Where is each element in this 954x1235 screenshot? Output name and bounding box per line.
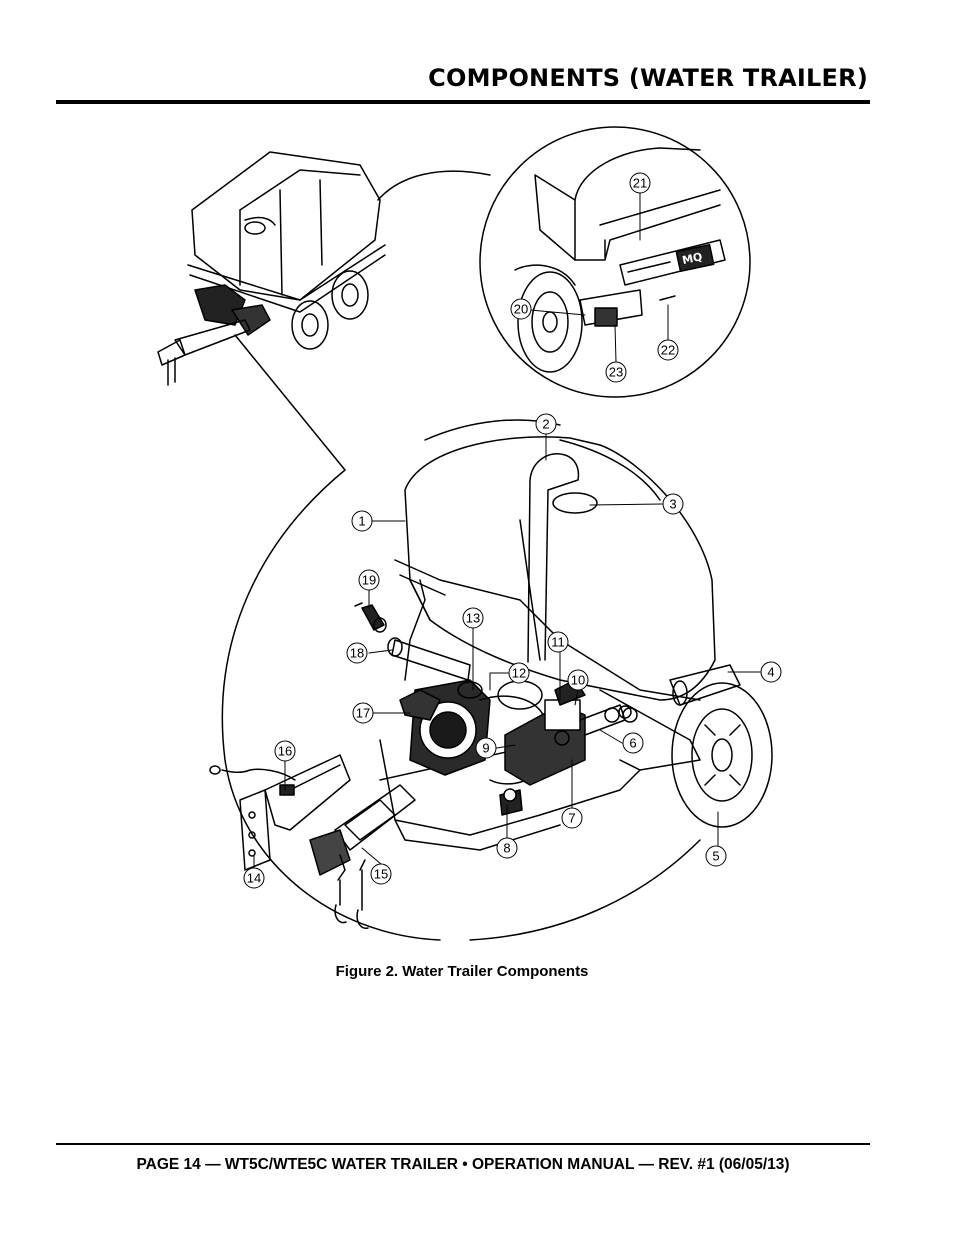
page-title: COMPONENTS (WATER TRAILER): [428, 64, 868, 92]
callout-12: 12: [508, 662, 530, 684]
footer-rule: [56, 1143, 870, 1145]
callout-6: 6: [622, 732, 644, 754]
cap-drawing: [354, 602, 387, 633]
zoom-connector-top: [377, 170, 491, 201]
callout-10: 10: [567, 669, 589, 691]
callout-23: 23: [605, 361, 627, 383]
callout-8: 8: [496, 837, 518, 859]
pump-assembly-drawing: [499, 679, 638, 816]
svg-text:19: 19: [362, 573, 376, 588]
callout-15: 15: [370, 863, 392, 885]
svg-text:20: 20: [514, 302, 528, 317]
water-tank-drawing: [404, 436, 716, 701]
callout-11: 11: [547, 631, 569, 653]
callout-4: 4: [760, 661, 782, 683]
svg-text:17: 17: [356, 706, 370, 721]
figure-caption: Figure 2. Water Trailer Components: [335, 963, 589, 980]
svg-text:10: 10: [571, 673, 585, 688]
svg-text:7: 7: [568, 811, 575, 826]
callout-14: 14: [243, 867, 265, 889]
svg-text:6: 6: [629, 736, 636, 751]
svg-text:22: 22: [661, 343, 675, 358]
rear-detail-drawing: [514, 147, 726, 373]
callout-21: 21: [629, 172, 651, 194]
svg-text:11: 11: [551, 635, 565, 650]
callout-22: 22: [657, 339, 679, 361]
svg-text:5: 5: [712, 849, 719, 864]
svg-text:13: 13: [466, 611, 480, 626]
svg-text:2: 2: [542, 417, 549, 432]
callout-7: 7: [561, 807, 583, 829]
svg-text:8: 8: [503, 841, 510, 856]
overview-trailer-drawing: [157, 151, 386, 386]
svg-text:18: 18: [350, 646, 364, 661]
svg-text:12: 12: [512, 666, 526, 681]
callout-3: 3: [662, 493, 684, 515]
callout-9: 9: [475, 737, 497, 759]
hitch-drawing: [309, 784, 416, 929]
svg-text:21: 21: [633, 176, 647, 191]
jack-drawing: [209, 754, 351, 871]
callout-20: 20: [510, 298, 532, 320]
callout-18: 18: [346, 642, 368, 664]
callout-19: 19: [358, 569, 380, 591]
svg-text:23: 23: [609, 365, 623, 380]
svg-text:15: 15: [374, 867, 388, 882]
callout-13: 13: [462, 607, 484, 629]
zoom-circle-main-left: [221, 469, 441, 941]
trailer-wheel-drawing: [671, 682, 773, 828]
svg-text:1: 1: [358, 514, 365, 529]
callout-5: 5: [705, 845, 727, 867]
svg-text:9: 9: [482, 741, 489, 756]
svg-text:4: 4: [767, 665, 774, 680]
zoom-connector-bottom: [234, 334, 346, 471]
engine-drawing: [399, 679, 546, 785]
svg-text:3: 3: [669, 497, 676, 512]
svg-text:14: 14: [247, 871, 261, 886]
zoom-circle-rear: [479, 126, 751, 398]
callout-17: 17: [352, 702, 374, 724]
callout-16: 16: [274, 740, 296, 762]
callout-1: 1: [351, 510, 373, 532]
page-footer: PAGE 14 — WT5C/WTE5C WATER TRAILER • OPE…: [136, 1156, 790, 1173]
brand-logo: MQ: [681, 250, 704, 267]
svg-text:16: 16: [278, 744, 292, 759]
callout-2: 2: [535, 413, 557, 435]
callout-group: 1 2 3 4 5 6 7 8 9 10 11 12 13 14 15 16 1…: [243, 172, 782, 889]
header-rule: [56, 100, 870, 104]
